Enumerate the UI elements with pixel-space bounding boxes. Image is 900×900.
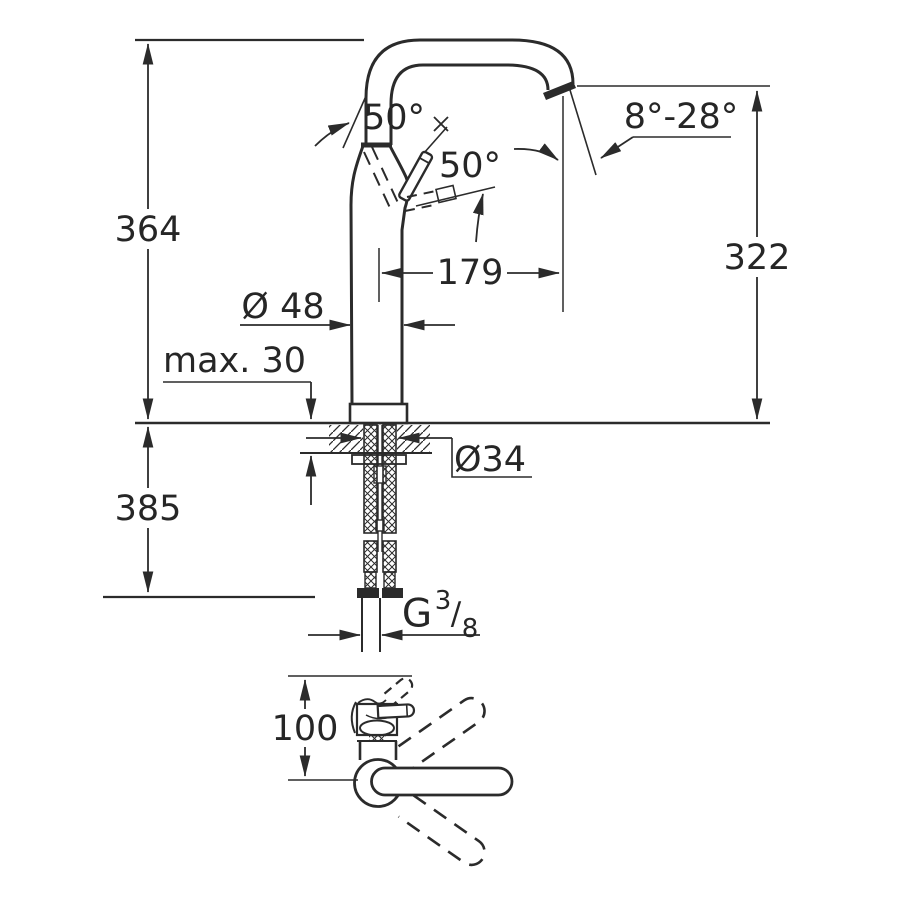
spout-swing-line <box>569 89 597 176</box>
handle-angle-front-label: 50° <box>363 98 425 138</box>
faucet-top-view: 100 <box>272 675 514 867</box>
topview-sketch-arc-left <box>350 701 357 734</box>
swing-arrow <box>513 143 559 161</box>
angle-arrow-left <box>314 122 350 147</box>
handle-stub-solid <box>376 703 416 720</box>
connection-pipe <box>361 598 381 652</box>
dim-max30-label: max. 30 <box>163 341 306 381</box>
dim-100-label: 100 <box>272 709 339 749</box>
side-lever-axis <box>415 186 496 207</box>
dim-179-bg <box>433 253 507 293</box>
angle-arc-arrow <box>472 193 484 243</box>
flex-hose-left <box>363 424 378 534</box>
spout-angle-label: 8°-28° <box>624 97 738 137</box>
spout-outlet-face <box>543 81 576 100</box>
g38-numerator: 3 <box>435 586 452 616</box>
topview-sketch-top <box>357 698 387 705</box>
dim-364-label: 364 <box>115 210 182 250</box>
g38-g: G <box>402 592 432 637</box>
handle-solid-topview <box>370 766 514 797</box>
dim-322-bg <box>723 237 791 277</box>
dim-dia48-label: Ø 48 <box>241 287 324 327</box>
dim-g38-label: G 3 / 8 <box>402 586 478 644</box>
spout-inner-wall <box>389 63 550 145</box>
handle-lever-dashed-down <box>363 146 400 211</box>
lever-axis-extension <box>423 126 448 154</box>
reference-lines <box>103 38 770 599</box>
threaded-rod <box>377 425 383 552</box>
spout-outer-wall <box>364 38 575 145</box>
topview-waist-hatch <box>369 736 386 741</box>
angle-cross-tick <box>433 116 449 132</box>
hex-nut-right <box>382 588 403 598</box>
mounting-assembly <box>351 424 407 652</box>
hose-fitting-right <box>383 571 396 589</box>
body-right-edge <box>388 145 410 404</box>
dim-322-label: 322 <box>724 238 791 278</box>
handle-angle-side-label: 50° <box>439 146 501 186</box>
body-left-edge <box>349 145 365 405</box>
topview-cartridge-ellipse <box>359 719 395 737</box>
topview-neck <box>358 741 398 760</box>
angle-annotations: 50° 50° 8°-28° <box>314 89 738 243</box>
lever-axis-reference <box>342 95 367 149</box>
dim-100-bg <box>272 709 338 747</box>
dim-dia34-label: Ø34 <box>454 440 526 480</box>
handle-lever-solid <box>398 150 434 202</box>
linear-dimensions: 364 385 322 179 Ø 48 max. 30 Ø34 G <box>114 43 791 644</box>
flex-hose-right-lower <box>382 540 397 573</box>
handle-swing-dashed-up <box>397 696 486 769</box>
hose-fitting-left <box>364 571 377 589</box>
g38-denominator: 8 <box>462 614 479 644</box>
flex-hose-left-lower <box>363 540 378 573</box>
dim-385-label: 385 <box>115 489 182 529</box>
mounting-flange <box>351 454 407 465</box>
handle-stub-dashed <box>383 677 414 706</box>
spout-angle-leader <box>600 136 634 159</box>
hex-nut-left <box>357 588 379 598</box>
dim-dia34-leader <box>451 438 532 478</box>
handle-swing-dashed-down <box>397 794 486 867</box>
dim-179-label: 179 <box>437 253 504 293</box>
flex-hose-right <box>382 424 397 534</box>
dim-364-bg <box>114 209 182 249</box>
dim-385-bg <box>114 488 182 528</box>
body-base <box>348 402 409 425</box>
g38-slash: / <box>451 596 462 632</box>
